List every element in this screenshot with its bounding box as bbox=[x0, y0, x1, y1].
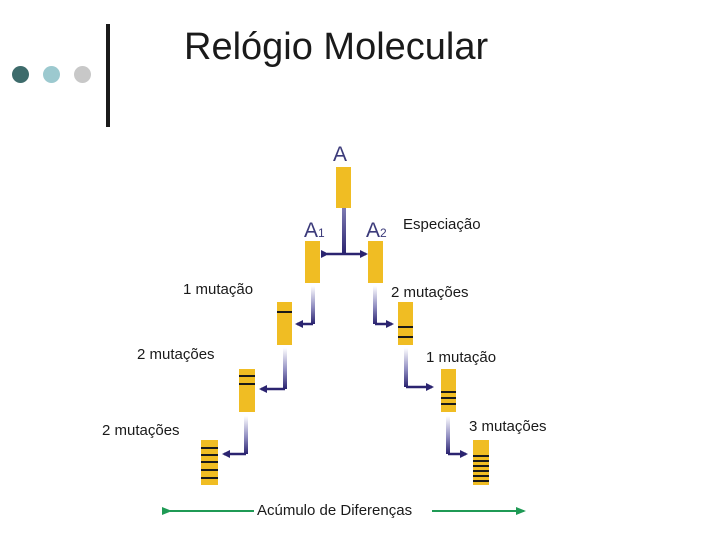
chromosome-right-2 bbox=[441, 369, 456, 412]
branch-a2-letter: A bbox=[366, 219, 381, 242]
ancestor-label: A bbox=[333, 143, 348, 166]
branch-a2-index: 2 bbox=[380, 226, 387, 240]
chromosome-right-3 bbox=[473, 440, 489, 485]
left-step-3-label: 2 mutações bbox=[102, 422, 180, 439]
bullet-dot-1 bbox=[12, 66, 29, 83]
chromosome-a2 bbox=[368, 241, 383, 283]
chromosome-left-2 bbox=[239, 369, 255, 412]
right-step-1-label: 2 mutações bbox=[391, 284, 469, 301]
chromosome-left-1 bbox=[277, 302, 292, 345]
chromosome-a1 bbox=[305, 241, 320, 283]
bullet-dot-2 bbox=[43, 66, 60, 83]
left-step-1-label: 1 mutação bbox=[183, 281, 254, 298]
branch-a2-label: A2 bbox=[366, 219, 387, 243]
branch-a1-index: 1 bbox=[318, 226, 325, 240]
left-step-2-label: 2 mutações bbox=[137, 346, 215, 363]
branch-a1-letter: A bbox=[304, 219, 319, 242]
header-divider bbox=[106, 24, 110, 127]
right-step-2-label: 1 mutação bbox=[426, 349, 497, 366]
page-title: Relógio Molecular bbox=[184, 26, 489, 68]
branch-a1-label: A1 bbox=[304, 219, 325, 243]
accumulation-label: Acúmulo de Diferenças bbox=[257, 502, 413, 519]
bullet-dot-3 bbox=[74, 66, 91, 83]
chromosome-ancestor bbox=[336, 167, 351, 208]
chromosome-right-1 bbox=[398, 302, 413, 345]
speciation-label: Especiação bbox=[403, 216, 481, 233]
right-step-3-label: 3 mutações bbox=[469, 418, 547, 435]
